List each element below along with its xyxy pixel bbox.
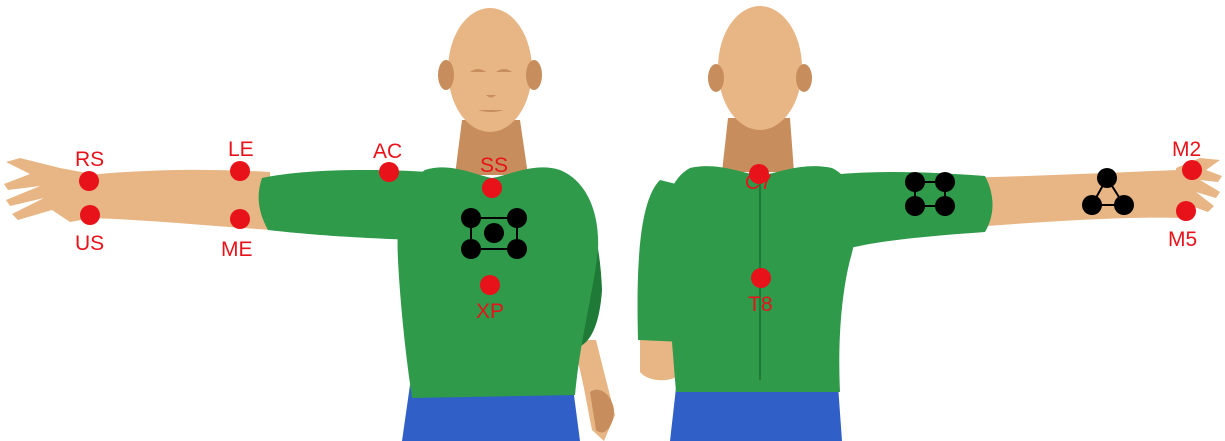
marker-le-dot (230, 161, 250, 181)
back-figure (638, 6, 1222, 441)
front-left-ear (438, 60, 454, 90)
cluster-marker (507, 208, 527, 228)
marker-ss-dot (482, 178, 502, 198)
marker-me-label: ME (221, 238, 253, 261)
cluster-marker (935, 196, 955, 216)
cluster-marker (461, 239, 481, 259)
marker-rs-dot (79, 171, 99, 191)
marker-m2-label: M2 (1172, 138, 1201, 161)
marker-t8-label: T8 (748, 293, 773, 316)
marker-us-dot (80, 205, 100, 225)
marker-rs-label: RS (75, 148, 104, 171)
back-right-ear (796, 64, 812, 92)
back-pants (670, 385, 842, 441)
cluster-marker (484, 223, 504, 243)
marker-le-label: LE (228, 138, 254, 161)
cluster-marker (1097, 168, 1117, 188)
marker-ac-label: AC (373, 140, 402, 163)
marker-m5-dot (1176, 201, 1196, 221)
marker-ss-label: SS (480, 154, 508, 177)
marker-t8-dot (751, 268, 771, 288)
back-outstretched-arm (960, 170, 1184, 228)
cluster-marker (905, 196, 925, 216)
cluster-marker (1114, 195, 1134, 215)
marker-m5-label: M5 (1168, 228, 1197, 251)
marker-xp-dot (480, 275, 500, 295)
front-right-ear (526, 60, 542, 90)
front-head (448, 8, 532, 132)
cluster-marker (1082, 195, 1102, 215)
marker-xp-label: XP (476, 300, 504, 323)
marker-m2-dot (1182, 160, 1202, 180)
cluster-marker (905, 172, 925, 192)
marker-ac-dot (379, 162, 399, 182)
marker-c7-label: C7 (745, 171, 772, 194)
marker-me-dot (230, 209, 250, 229)
marker-us-label: US (75, 232, 104, 255)
back-head (718, 6, 802, 130)
back-left-ear (708, 64, 724, 92)
cluster-marker (461, 208, 481, 228)
cluster-marker (507, 239, 527, 259)
cluster-marker (935, 172, 955, 192)
